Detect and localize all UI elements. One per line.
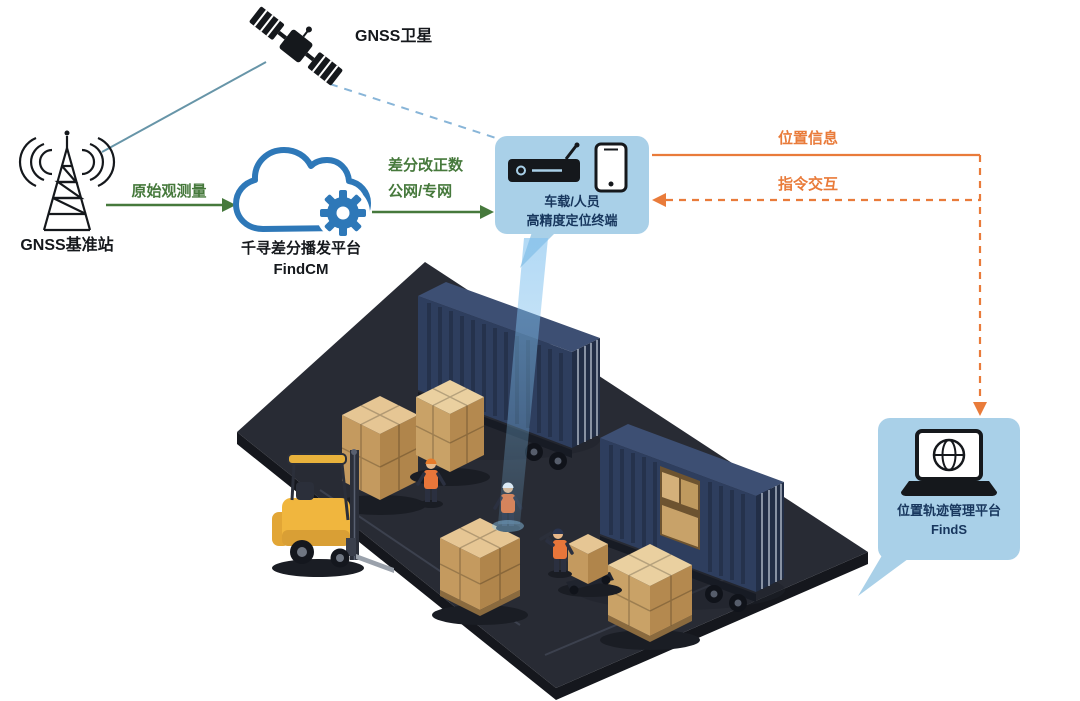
warehouse-illustration bbox=[237, 262, 868, 700]
command-label: 指令交互 bbox=[777, 176, 839, 193]
positioning-beam bbox=[492, 238, 548, 532]
base-station-label: GNSS基准站 bbox=[20, 237, 114, 254]
satellite-to-terminal-line bbox=[329, 83, 503, 141]
cloud-platform-name: 千寻差分播发平台 bbox=[240, 240, 362, 257]
terminal-label-line2: 高精度定位终端 bbox=[526, 212, 618, 228]
corrections-arrow bbox=[372, 205, 494, 219]
connection-lines bbox=[101, 61, 987, 416]
gear-icon bbox=[320, 190, 366, 236]
pallet-d bbox=[600, 544, 700, 650]
raw-observation-label: 原始观测量 bbox=[131, 183, 207, 200]
platform-name: 位置轨迹管理平台 bbox=[896, 503, 1001, 518]
pallet-jack bbox=[539, 531, 622, 597]
terminal-label-line1: 车载/人员 bbox=[544, 194, 600, 209]
command-line bbox=[652, 193, 980, 207]
worker-1 bbox=[416, 458, 446, 508]
receiver-icon bbox=[508, 142, 580, 182]
terminal-device-icons bbox=[508, 142, 628, 193]
smartphone-icon bbox=[594, 142, 628, 193]
cloud-platform-product: FindCM bbox=[273, 261, 329, 278]
satellite-label: GNSS卫星 bbox=[355, 28, 433, 45]
pallet-stack-b bbox=[410, 380, 490, 486]
position-info-label: 位置信息 bbox=[777, 130, 839, 147]
platform-bubble-tail bbox=[858, 552, 912, 596]
cloud-gear-icon bbox=[233, 147, 371, 240]
corrections-label-line1: 差分改正数 bbox=[388, 157, 464, 174]
platform-bubble: 位置轨迹管理平台 FindS bbox=[878, 418, 1020, 560]
satellite-icon bbox=[249, 6, 343, 86]
radio-tower-icon bbox=[18, 130, 116, 232]
terminal-bubble: 车载/人员 高精度定位终端 bbox=[495, 136, 649, 234]
corrections-label-line2: 公网/专网 bbox=[388, 183, 453, 200]
pallet-stack-a bbox=[334, 396, 426, 515]
position-info-line bbox=[652, 153, 987, 416]
raw-observation-arrow bbox=[106, 198, 236, 212]
forklift bbox=[272, 449, 394, 577]
satellite-to-station-line bbox=[101, 61, 267, 153]
platform-product: FindS bbox=[930, 521, 968, 537]
laptop-globe-icon bbox=[901, 429, 997, 496]
worker-3 bbox=[545, 528, 574, 578]
